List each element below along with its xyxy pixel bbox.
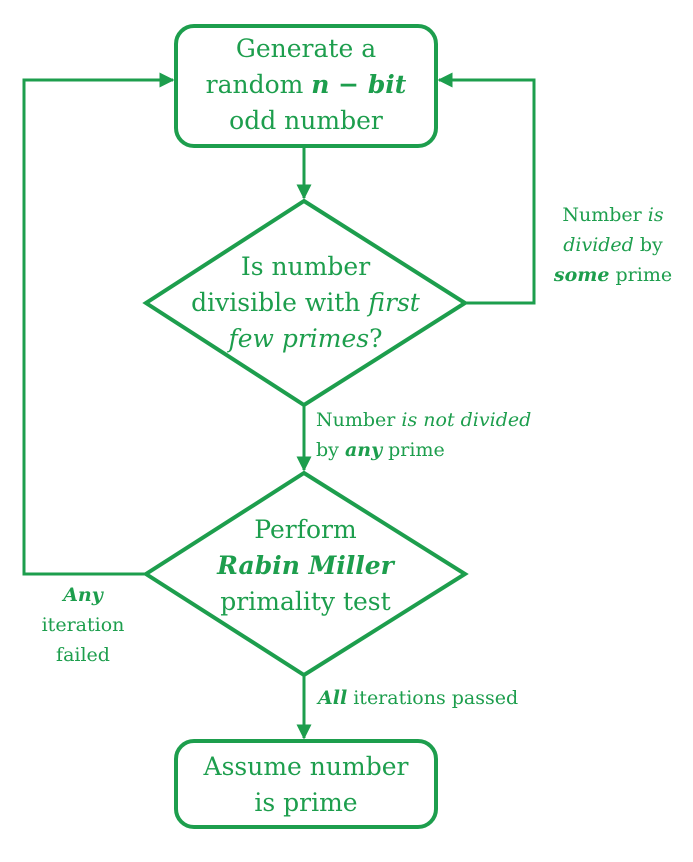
not-divided-label: Number is not divided by any prime — [316, 405, 596, 465]
generate-line-3: odd number — [229, 106, 383, 135]
rabin-text: Perform Rabin Miller primality test — [146, 512, 465, 620]
generate-text: Generate a random n − bit odd number — [176, 31, 436, 139]
not-divided-line-1: Number is not divided — [316, 405, 596, 435]
not-divided-line-2-emph: any — [344, 439, 383, 461]
divisible-line-1: Is number — [240, 252, 371, 281]
arrow-divided-loop — [437, 72, 536, 305]
assume-line-1: Assume number — [203, 752, 409, 781]
not-divided-line-1-prefix: Number — [316, 409, 402, 431]
rabin-line-2: Rabin Miller — [217, 551, 394, 580]
failed-label: Any iteration failed — [8, 580, 158, 670]
assume-text: Assume number is prime — [176, 749, 436, 821]
divided-label: Number is divided by some prime — [538, 200, 688, 290]
not-divided-line-2-prefix: by — [316, 439, 345, 461]
divisible-text: Is number divisible with first few prime… — [146, 249, 465, 357]
divisible-line-3-suffix: ? — [369, 324, 383, 353]
passed-line-1-suffix: iterations passed — [347, 687, 519, 709]
failed-line-1: Any — [63, 584, 103, 606]
failed-line-3: failed — [56, 644, 110, 666]
generate-line-1: Generate a — [235, 34, 377, 63]
assume-line-2: is prime — [254, 788, 358, 817]
passed-line-1: All iterations passed — [318, 683, 618, 713]
generate-box — [174, 24, 438, 148]
generate-line-2-prefix: random — [205, 70, 312, 99]
divided-line-3-emph: some — [553, 264, 610, 286]
divisible-line-2-emph: first — [368, 288, 420, 317]
assume-box — [174, 739, 438, 829]
rabin-line-3: primality test — [220, 587, 391, 616]
divisible-line-3: few primes? — [146, 321, 465, 357]
divided-line-1-prefix: Number — [562, 204, 648, 226]
not-divided-line-1-emph: is not divided — [401, 409, 532, 431]
rabin-line-1: Perform — [254, 515, 357, 544]
divided-line-2-suffix: by — [633, 234, 663, 256]
divisible-line-2-prefix: divisible with — [191, 288, 369, 317]
divisible-line-2: divisible with first — [146, 285, 465, 321]
divided-line-2-emph: divided — [563, 234, 634, 256]
passed-label: All iterations passed — [318, 683, 618, 713]
arrow-failed-loop — [22, 72, 175, 576]
generate-line-2-emph: n − bit — [311, 70, 407, 99]
divided-line-1: Number is — [538, 200, 688, 230]
divided-line-3-suffix: prime — [609, 264, 673, 286]
generate-line-2: random n − bit — [176, 67, 436, 103]
divided-line-1-emph: is — [647, 204, 664, 226]
divided-line-2: divided by — [538, 230, 688, 260]
not-divided-line-2-suffix: prime — [382, 439, 445, 461]
failed-line-2: iteration — [41, 614, 125, 636]
passed-line-1-emph: All — [318, 687, 348, 709]
divisible-line-3-emph: few primes — [228, 324, 370, 353]
divided-line-3: some prime — [538, 260, 688, 290]
not-divided-line-2: by any prime — [316, 435, 596, 465]
